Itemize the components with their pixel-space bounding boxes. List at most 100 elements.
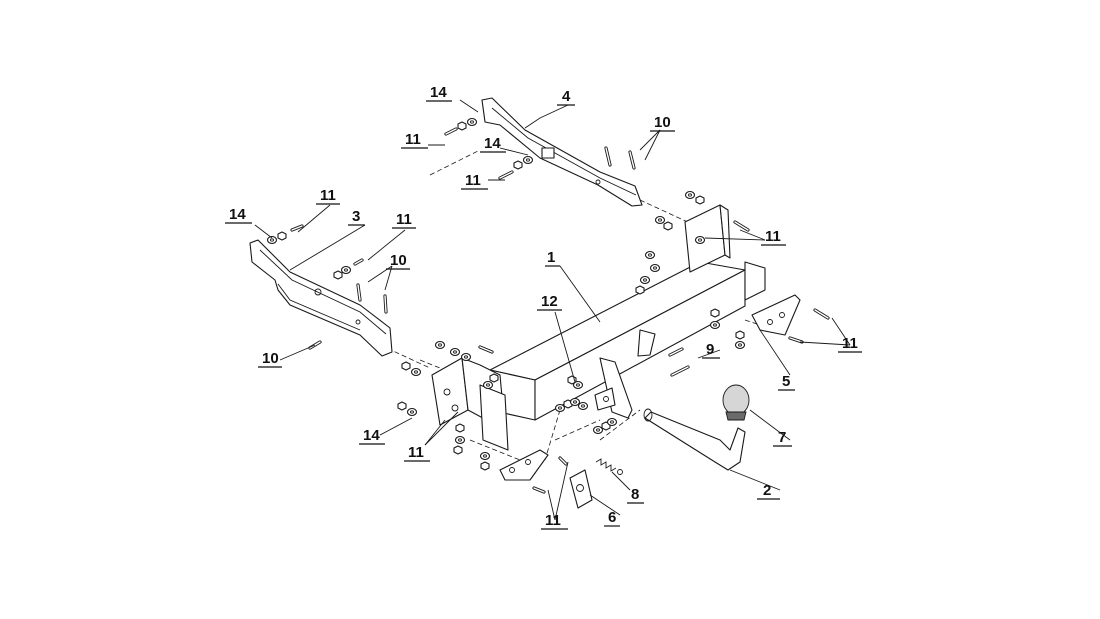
washer <box>482 380 494 390</box>
callout-11-d: 11 <box>392 211 416 229</box>
right-lower-bracket <box>751 294 801 336</box>
washer <box>266 235 278 245</box>
svg-text:10: 10 <box>654 114 671 131</box>
callout-12: 12 <box>537 293 562 311</box>
washer <box>649 263 661 273</box>
leader-lines <box>254 99 851 521</box>
upper-side-bracket <box>481 97 643 207</box>
washer <box>577 401 589 411</box>
nut <box>513 160 523 170</box>
nut <box>401 361 411 371</box>
callout-1: 1 <box>545 249 560 267</box>
washer <box>340 265 352 275</box>
svg-text:12: 12 <box>541 293 558 310</box>
callout-10-mid: 10 <box>386 252 410 270</box>
svg-text:5: 5 <box>782 373 790 390</box>
washer <box>654 215 666 225</box>
nut <box>635 285 645 295</box>
svg-text:10: 10 <box>262 350 279 367</box>
callout-5: 5 <box>778 373 795 391</box>
svg-text:11: 11 <box>405 131 421 148</box>
washer <box>644 250 656 260</box>
callout-14-a: 14 <box>426 84 452 102</box>
svg-text:14: 14 <box>363 427 380 444</box>
washer <box>684 190 696 200</box>
svg-text:3: 3 <box>352 208 360 225</box>
washer <box>606 417 618 427</box>
washer <box>466 117 478 127</box>
washer <box>434 340 446 350</box>
nut <box>397 401 407 411</box>
callout-11-g: 11 <box>404 444 430 462</box>
nut <box>489 373 499 383</box>
svg-text:10: 10 <box>390 252 407 269</box>
callout-11-c: 11 <box>316 187 340 205</box>
svg-text:11: 11 <box>842 335 858 352</box>
callout-14-d: 14 <box>359 427 385 445</box>
svg-text:11: 11 <box>396 211 412 228</box>
fasteners <box>266 117 830 494</box>
svg-text:6: 6 <box>608 509 616 526</box>
callout-4: 4 <box>557 88 575 106</box>
callout-11-b: 11 <box>461 172 488 190</box>
left-lower-bracket <box>499 449 549 481</box>
washer <box>410 367 422 377</box>
callout-8: 8 <box>627 486 644 504</box>
tow-ball-arm <box>643 408 746 471</box>
svg-text:11: 11 <box>320 187 336 204</box>
washer <box>592 425 604 435</box>
svg-text:11: 11 <box>765 228 781 245</box>
svg-text:14: 14 <box>430 84 447 101</box>
callout-11-f: 11 <box>838 335 862 353</box>
nut <box>453 445 463 455</box>
svg-text:14: 14 <box>229 206 246 223</box>
washer <box>554 403 566 413</box>
svg-text:11: 11 <box>408 444 424 461</box>
nut <box>735 330 745 340</box>
svg-text:2: 2 <box>763 482 771 499</box>
callout-14-c: 14 <box>225 206 252 224</box>
callout-7: 7 <box>773 429 792 447</box>
washer <box>734 340 746 350</box>
svg-text:4: 4 <box>562 88 571 105</box>
washer <box>639 275 651 285</box>
callout-11-h: 11 <box>541 512 568 530</box>
callout-labels: 1 2 3 4 5 6 7 8 9 10 10 10 11 11 11 11 1… <box>225 84 862 530</box>
washer <box>454 435 466 445</box>
svg-text:1: 1 <box>547 249 555 266</box>
svg-text:11: 11 <box>465 172 481 189</box>
callout-10-top: 10 <box>650 114 675 132</box>
svg-text:9: 9 <box>706 341 714 358</box>
washer <box>709 320 721 330</box>
nut <box>455 423 465 433</box>
tow-ball <box>722 384 750 421</box>
socket-plate <box>569 469 593 509</box>
callout-3: 3 <box>348 208 365 226</box>
callout-2: 2 <box>757 482 780 500</box>
washer <box>572 380 584 390</box>
washer <box>460 352 472 362</box>
left-side-bracket <box>249 239 393 357</box>
nut <box>710 308 720 318</box>
callout-6: 6 <box>604 509 620 527</box>
washer <box>522 155 534 165</box>
callout-11-a: 11 <box>401 131 428 149</box>
callout-9: 9 <box>702 341 720 359</box>
svg-text:14: 14 <box>484 135 501 152</box>
callout-10-left: 10 <box>258 350 282 368</box>
washer <box>449 347 461 357</box>
washer <box>479 451 491 461</box>
nut <box>277 231 287 241</box>
nut <box>663 221 673 231</box>
svg-text:11: 11 <box>545 512 561 529</box>
svg-text:7: 7 <box>778 429 786 446</box>
nut <box>333 270 343 280</box>
svg-text:8: 8 <box>631 486 639 503</box>
nut <box>695 195 705 205</box>
socket-spring <box>595 458 623 475</box>
nut <box>480 461 490 471</box>
callout-11-e: 11 <box>761 228 786 246</box>
main-crossbar <box>431 204 766 451</box>
washer <box>569 397 581 407</box>
